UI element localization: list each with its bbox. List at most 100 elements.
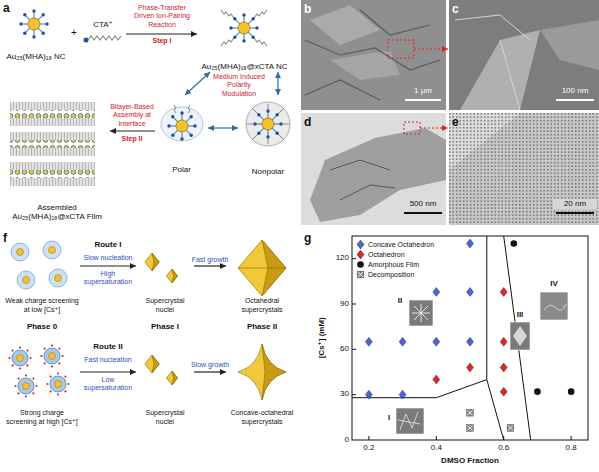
legend-row: Concave Octahedron [356, 240, 434, 249]
legend-row: Decomposition [356, 270, 414, 279]
circle-marker [511, 240, 518, 247]
legend-symbol [356, 240, 365, 249]
figure-label: [Cs⁺] (mM) [317, 298, 327, 378]
labelled-figure: Octahedral supercrystals [226, 238, 298, 314]
legend-symbol [356, 260, 365, 269]
figure-label: III [510, 310, 530, 320]
bilayer-film [10, 132, 95, 140]
figure-caption: Polar [155, 165, 208, 175]
panel-a-art [221, 38, 234, 46]
figure-label: Route I [80, 240, 136, 250]
panel-a-art [88, 36, 121, 40]
panel-f-art [152, 355, 159, 373]
panel-a-art [161, 107, 203, 141]
bilayer-film [10, 170, 95, 178]
panel-a-art [253, 109, 258, 114]
microscopy-image [330, 160, 390, 170]
legend-text: Amorphous Film [368, 261, 419, 268]
sem-inset [396, 408, 424, 434]
figure-label: e [452, 115, 459, 129]
figure-caption: Strong charge screening at high [Cs⁺] [4, 409, 80, 426]
square-marker [507, 425, 514, 432]
panel-a-art [253, 134, 258, 139]
panel-a-art [268, 104, 269, 110]
microscopy-image [449, 113, 599, 225]
sem-inset [398, 412, 420, 430]
legend-symbol [356, 250, 365, 259]
labelled-figure: Polar [155, 95, 208, 175]
panel-a-art [221, 10, 267, 46]
diamond-marker [500, 287, 507, 296]
figure-label: Step II [112, 135, 152, 143]
panel-f-art [8, 240, 286, 400]
diamond-marker [357, 240, 364, 249]
square-marker [508, 425, 513, 430]
panel-a-art [174, 105, 176, 113]
figure-caption: Au₂₅(MHA)₁₈ NC [2, 52, 70, 62]
figure-label: 0.6 [491, 443, 517, 453]
arrow-connector [80, 371, 136, 372]
bilayer-film [10, 110, 95, 118]
panel-a-art [19, 9, 48, 38]
panel-a-art [246, 102, 290, 146]
legend-text: Octahedron [368, 251, 405, 258]
phase-plot [352, 236, 588, 440]
panel-a-art [278, 109, 283, 114]
labelled-figure: Supercrystal nuclei [136, 345, 194, 426]
legend-symbol [356, 270, 365, 279]
microscopy-image [301, 0, 599, 225]
figure-caption: CTA⁺ [80, 20, 126, 30]
diamond-marker [466, 239, 473, 248]
panel-f-art [172, 269, 178, 283]
square-marker [467, 410, 472, 415]
figure-label: Medium Induced Polarity Modulation [212, 73, 266, 98]
figure-label: 0.2 [356, 443, 382, 453]
microscopy-image [305, 40, 440, 70]
phase-plot [436, 436, 437, 440]
microscopy-image [310, 128, 446, 222]
panel-f-art [43, 241, 61, 259]
square-marker [358, 272, 363, 277]
panel-f-art [238, 344, 286, 400]
figure-label: 60 [325, 344, 349, 354]
figure-label: Phase I [137, 322, 193, 332]
phase-boundary [486, 236, 487, 380]
figure-label: d [304, 115, 311, 129]
figure-label: I [384, 413, 394, 423]
microscopy-image [404, 122, 420, 134]
panel-f-art [238, 240, 286, 296]
microscopy-image [340, 185, 395, 200]
microscopy-image [301, 113, 446, 225]
arrow-label: Slow nucleation [77, 254, 139, 262]
bilayer-film [10, 102, 95, 186]
panel-f-art [145, 355, 159, 373]
microscopy-image [449, 113, 599, 225]
square-marker [467, 425, 474, 432]
labelled-figure: Assembled Au₂₅(MHA)₁₈@xCTA Film [4, 95, 110, 222]
figure-label: g [304, 231, 311, 245]
figure-caption: Supercrystal nuclei [136, 409, 194, 426]
figure-label: 0.8 [558, 443, 584, 453]
figure-caption: Nonpolar [238, 167, 298, 177]
phase-plot [352, 236, 588, 440]
panel-a-art [282, 124, 289, 125]
arrow-connector [194, 371, 226, 372]
figure-label: b [304, 2, 311, 16]
sem-inset [409, 300, 433, 326]
diamond-marker [466, 337, 473, 346]
diamond-marker [500, 363, 507, 372]
panel-f-art [145, 253, 159, 271]
phase-plot [352, 349, 356, 350]
diamond-marker [357, 250, 364, 259]
figure-label: 500 nm [401, 199, 445, 209]
labelled-figure: Au₂₅(MHA)₁₈ NC [2, 4, 70, 62]
phase-plot [352, 304, 356, 305]
figure-label: 0.4 [423, 443, 449, 453]
bilayer-film [10, 148, 95, 156]
sem-inset [414, 306, 428, 320]
data-point [365, 239, 574, 431]
figure-label: IV [544, 279, 564, 289]
labelled-figure: Concave-octahedral supercrystals [226, 340, 298, 426]
